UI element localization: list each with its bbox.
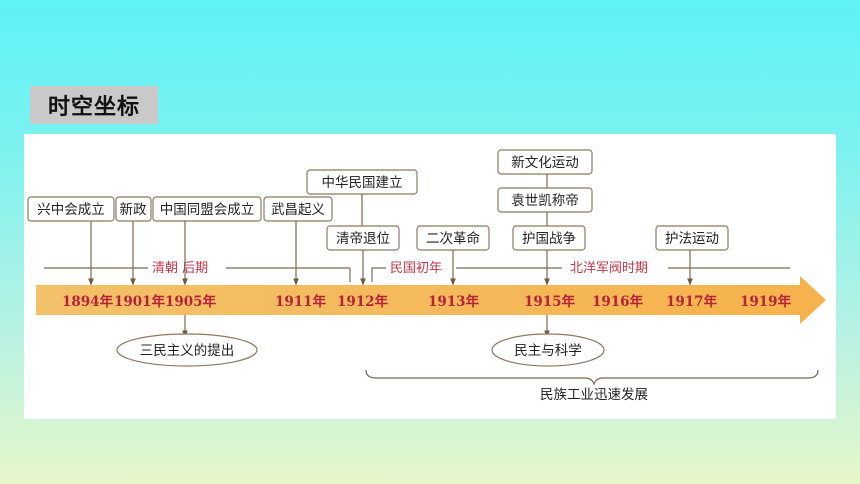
- period-line: [44, 267, 790, 282]
- year-labels: 1894年 1901年 1905年 1911年 1912年 1913年 1915…: [62, 293, 792, 310]
- period-beiyang: 北洋军阀时期: [570, 261, 648, 276]
- event-qingdi: 清帝退位: [326, 225, 400, 286]
- event-xinzheng: 新政: [115, 196, 152, 286]
- timeline-panel: [24, 134, 836, 419]
- outcome-sanmin: 三民主义的提出: [116, 315, 258, 367]
- outcome-sanmin-label: 三民主义的提出: [140, 343, 235, 359]
- industry-label: 民族工业迅速发展: [540, 387, 648, 403]
- event-hufa: 护法运动: [655, 225, 729, 286]
- event-erci: 二次革命: [416, 225, 490, 286]
- year-1911: 1911年: [275, 293, 327, 310]
- timeline-arrow-bar: [36, 276, 826, 324]
- industry-brace: 民族工业迅速发展: [365, 369, 819, 403]
- period-minguo-early: 民国初年: [390, 261, 442, 276]
- year-1901: 1901年: [114, 293, 166, 310]
- year-1913: 1913年: [428, 293, 480, 310]
- year-1916: 1916年: [592, 293, 644, 310]
- event-hufa-label: 护法运动: [665, 231, 719, 247]
- section-title: 时空坐标: [30, 86, 158, 124]
- event-zhonghua-label: 中华民国建立: [322, 175, 403, 191]
- event-xingzhonghui: 兴中会成立: [27, 196, 115, 286]
- event-huguo-label: 护国战争: [522, 231, 576, 247]
- event-tongmenghui-label: 中国同盟会成立: [160, 202, 255, 218]
- year-1917: 1917年: [666, 293, 718, 310]
- year-1912: 1912年: [337, 293, 389, 310]
- outcome-minzhu: 民主与科学: [491, 315, 605, 367]
- event-huguo: 护国战争: [512, 225, 586, 286]
- year-1919: 1919年: [740, 293, 792, 310]
- event-tongmenghui: 中国同盟会成立: [152, 196, 262, 286]
- event-xingzhonghui-label: 兴中会成立: [37, 202, 105, 218]
- event-yuanshikai-label: 袁世凯称帝: [511, 193, 579, 209]
- event-erci-label: 二次革命: [426, 230, 480, 247]
- event-wuchang: 武昌起义: [263, 196, 333, 286]
- event-qingdi-label: 清帝退位: [336, 231, 390, 247]
- period-qing: 清朝 后期: [152, 261, 208, 276]
- event-yuanshikai: 袁世凯称帝: [497, 187, 593, 226]
- event-zhonghua: 中华民国建立: [306, 169, 418, 226]
- outcome-minzhu-label: 民主与科学: [514, 343, 582, 359]
- event-xinwenhua: 新文化运动: [497, 149, 593, 188]
- event-xinwenhua-label: 新文化运动: [511, 155, 579, 171]
- event-xinzheng-label: 新政: [120, 202, 147, 218]
- year-1894: 1894年: [62, 293, 114, 310]
- year-1905: 1905年: [165, 293, 217, 310]
- event-wuchang-label: 武昌起义: [271, 202, 325, 218]
- year-1915: 1915年: [524, 293, 576, 310]
